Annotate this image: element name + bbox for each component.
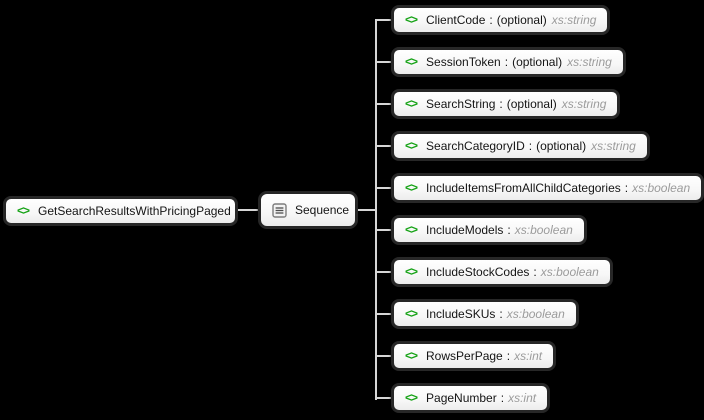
element-separator: : [489, 13, 493, 27]
element-optional-flag: (optional) [496, 13, 547, 27]
element-icon: <> [405, 348, 418, 363]
element-node[interactable]: <> SearchString : (optional) xs:string [391, 89, 621, 119]
element-icon: <> [405, 12, 418, 27]
connector-stub [375, 61, 391, 63]
element-name: IncludeItemsFromAllChildCategories [426, 181, 621, 195]
element-separator: : [528, 139, 533, 153]
element-node[interactable]: <> ClientCode : (optional) xs:string [391, 5, 611, 35]
element-icon: <> [17, 203, 30, 218]
root-element-label: GetSearchResultsWithPricingPaged [38, 204, 231, 218]
element-icon: <> [405, 306, 418, 321]
element-name: SearchString [426, 97, 496, 111]
element-separator: : [507, 223, 511, 237]
element-separator: : [499, 97, 503, 111]
element-name: IncludeSKUs [426, 307, 496, 321]
element-separator: : [504, 55, 509, 69]
element-type: xs:string [551, 13, 597, 27]
element-name: IncludeModels [426, 223, 504, 237]
connector-stub [375, 145, 391, 147]
element-node[interactable]: <> IncludeSKUs : xs:boolean [391, 299, 579, 329]
element-node[interactable]: <> SessionToken : (optional) xs:string [391, 47, 626, 77]
connector-stub [375, 229, 391, 231]
element-separator: : [500, 391, 505, 405]
element-node[interactable]: <> IncludeModels : xs:boolean [391, 215, 587, 245]
element-icon: <> [405, 96, 418, 111]
element-name: PageNumber [426, 391, 497, 405]
element-separator: : [624, 181, 629, 195]
element-separator: : [499, 307, 503, 321]
element-type: xs:boolean [514, 223, 573, 237]
connector-sequence-trunk [358, 209, 376, 211]
element-type: xs:string [567, 55, 612, 69]
element-node[interactable]: <> PageNumber : xs:int [391, 383, 551, 413]
element-icon: <> [405, 138, 418, 153]
connector-stub [375, 187, 391, 189]
element-optional-flag: (optional) [536, 139, 587, 153]
connector-stub [375, 271, 391, 273]
element-type: xs:int [514, 349, 543, 363]
element-node[interactable]: <> SearchCategoryID : (optional) xs:stri… [391, 131, 650, 161]
element-name: SearchCategoryID [426, 139, 525, 153]
connector-stub [375, 19, 391, 21]
element-name: ClientCode [426, 13, 486, 27]
element-icon: <> [405, 264, 418, 279]
connector-trunk [375, 19, 377, 400]
element-type: xs:int [508, 391, 537, 405]
element-name: IncludeStockCodes [426, 265, 530, 279]
element-name: RowsPerPage [426, 349, 503, 363]
element-icon: <> [405, 180, 418, 195]
root-element-node[interactable]: <> GetSearchResultsWithPricingPaged [3, 196, 238, 226]
connector-stub [375, 103, 391, 105]
element-node[interactable]: <> RowsPerPage : xs:int [391, 341, 557, 371]
element-type: xs:string [591, 139, 636, 153]
element-type: xs:string [561, 97, 607, 111]
element-separator: : [533, 265, 537, 279]
element-icon: <> [405, 222, 418, 237]
element-node[interactable]: <> IncludeStockCodes : xs:boolean [391, 257, 613, 287]
element-optional-flag: (optional) [512, 55, 563, 69]
element-name: SessionToken [426, 55, 501, 69]
element-icon: <> [405, 54, 418, 69]
sequence-label: Sequence [295, 203, 350, 217]
element-type: xs:boolean [506, 307, 565, 321]
element-separator: : [506, 349, 511, 363]
sequence-icon [272, 202, 287, 218]
element-optional-flag: (optional) [506, 97, 557, 111]
element-type: xs:boolean [632, 181, 691, 195]
element-icon: <> [405, 390, 418, 405]
connector-stub [375, 355, 391, 357]
connector-stub [375, 313, 391, 315]
sequence-node[interactable]: Sequence [258, 191, 358, 229]
connector-root-sequence [238, 209, 258, 211]
element-type: xs:boolean [540, 265, 599, 279]
element-node[interactable]: <> IncludeItemsFromAllChildCategories : … [391, 173, 704, 203]
connector-stub [375, 397, 391, 399]
